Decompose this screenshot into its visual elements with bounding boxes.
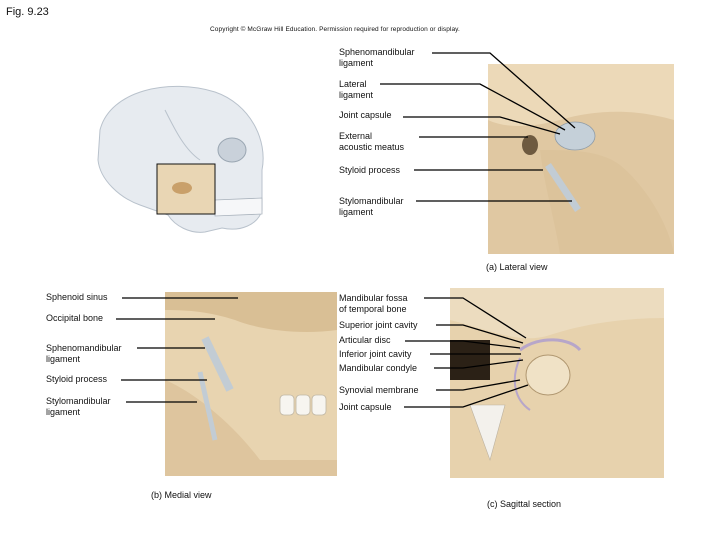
copyright-notice: Copyright © McGraw Hill Education. Permi… xyxy=(210,26,460,33)
label-joint-capsule-a: Joint capsule xyxy=(339,110,392,120)
label-articular-disc: Articular disc xyxy=(339,335,391,345)
label-styloid-process-a: Styloid process xyxy=(339,165,401,175)
label-synovial-membrane: Synovial membrane xyxy=(339,385,419,395)
skull-illustration xyxy=(97,85,264,233)
caption-medial-view: (b) Medial view xyxy=(151,490,212,500)
label-joint-capsule-c: Joint capsule xyxy=(339,402,392,412)
caption-sagittal-section: (c) Sagittal section xyxy=(487,499,562,509)
label-mandibular-fossa: Mandibular fossa of temporal bone xyxy=(339,293,408,314)
label-sphenomandibular-ligament-a: Sphenomandibular ligament xyxy=(339,47,415,68)
figure-number: Fig. 9.23 xyxy=(6,6,49,18)
label-inferior-joint-cavity: Inferior joint cavity xyxy=(339,349,412,359)
medial-view-illustration xyxy=(165,292,337,476)
label-sphenomandibular-ligament-b: Sphenomandibular ligament xyxy=(46,343,122,364)
panel-a-leader-lines xyxy=(380,52,576,202)
panel-c-leader-lines xyxy=(404,297,529,408)
label-sphenoid-sinus: Sphenoid sinus xyxy=(46,292,108,302)
panel-b-leader-lines xyxy=(116,297,238,403)
label-stylomandibular-ligament-b: Stylomandibular ligament xyxy=(46,396,111,417)
label-lateral-ligament: Lateral ligament xyxy=(339,79,374,100)
label-mandibular-condyle: Mandibular condyle xyxy=(339,363,418,373)
label-external-acoustic-meatus: External acoustic meatus xyxy=(339,131,405,152)
label-styloid-process-b: Styloid process xyxy=(46,374,108,384)
caption-lateral-view: (a) Lateral view xyxy=(486,262,548,272)
sagittal-section-illustration xyxy=(450,288,664,478)
lateral-view-illustration xyxy=(488,64,674,254)
label-superior-joint-cavity: Superior joint cavity xyxy=(339,320,418,330)
label-stylomandibular-ligament-a: Stylomandibular ligament xyxy=(339,196,404,217)
label-occipital-bone: Occipital bone xyxy=(46,313,104,323)
